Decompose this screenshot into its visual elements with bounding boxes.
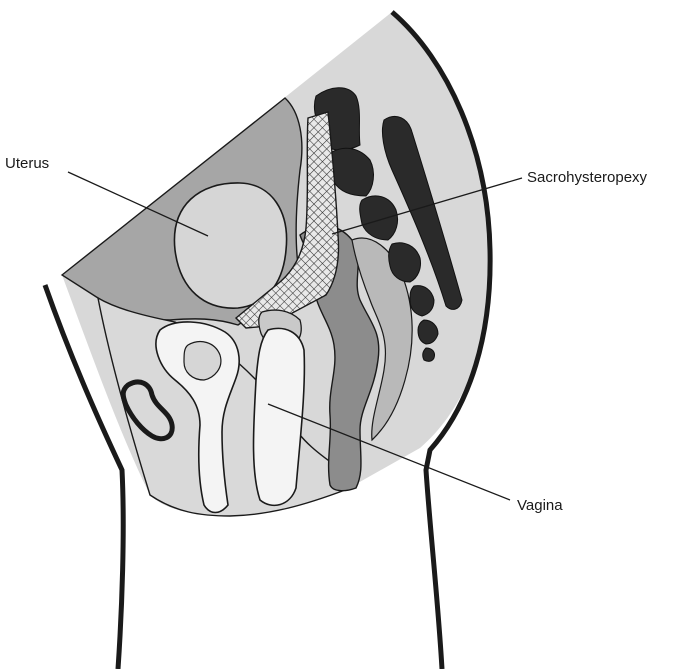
coccyx-3 bbox=[423, 348, 435, 361]
uterus-label: Uterus bbox=[5, 155, 49, 172]
vagina bbox=[254, 328, 305, 505]
sacrohysteropexy-label: Sacrohysteropexy bbox=[527, 169, 648, 186]
bladder-inner bbox=[184, 342, 221, 380]
uterus-body bbox=[174, 183, 286, 308]
vagina-label: Vagina bbox=[517, 497, 563, 514]
